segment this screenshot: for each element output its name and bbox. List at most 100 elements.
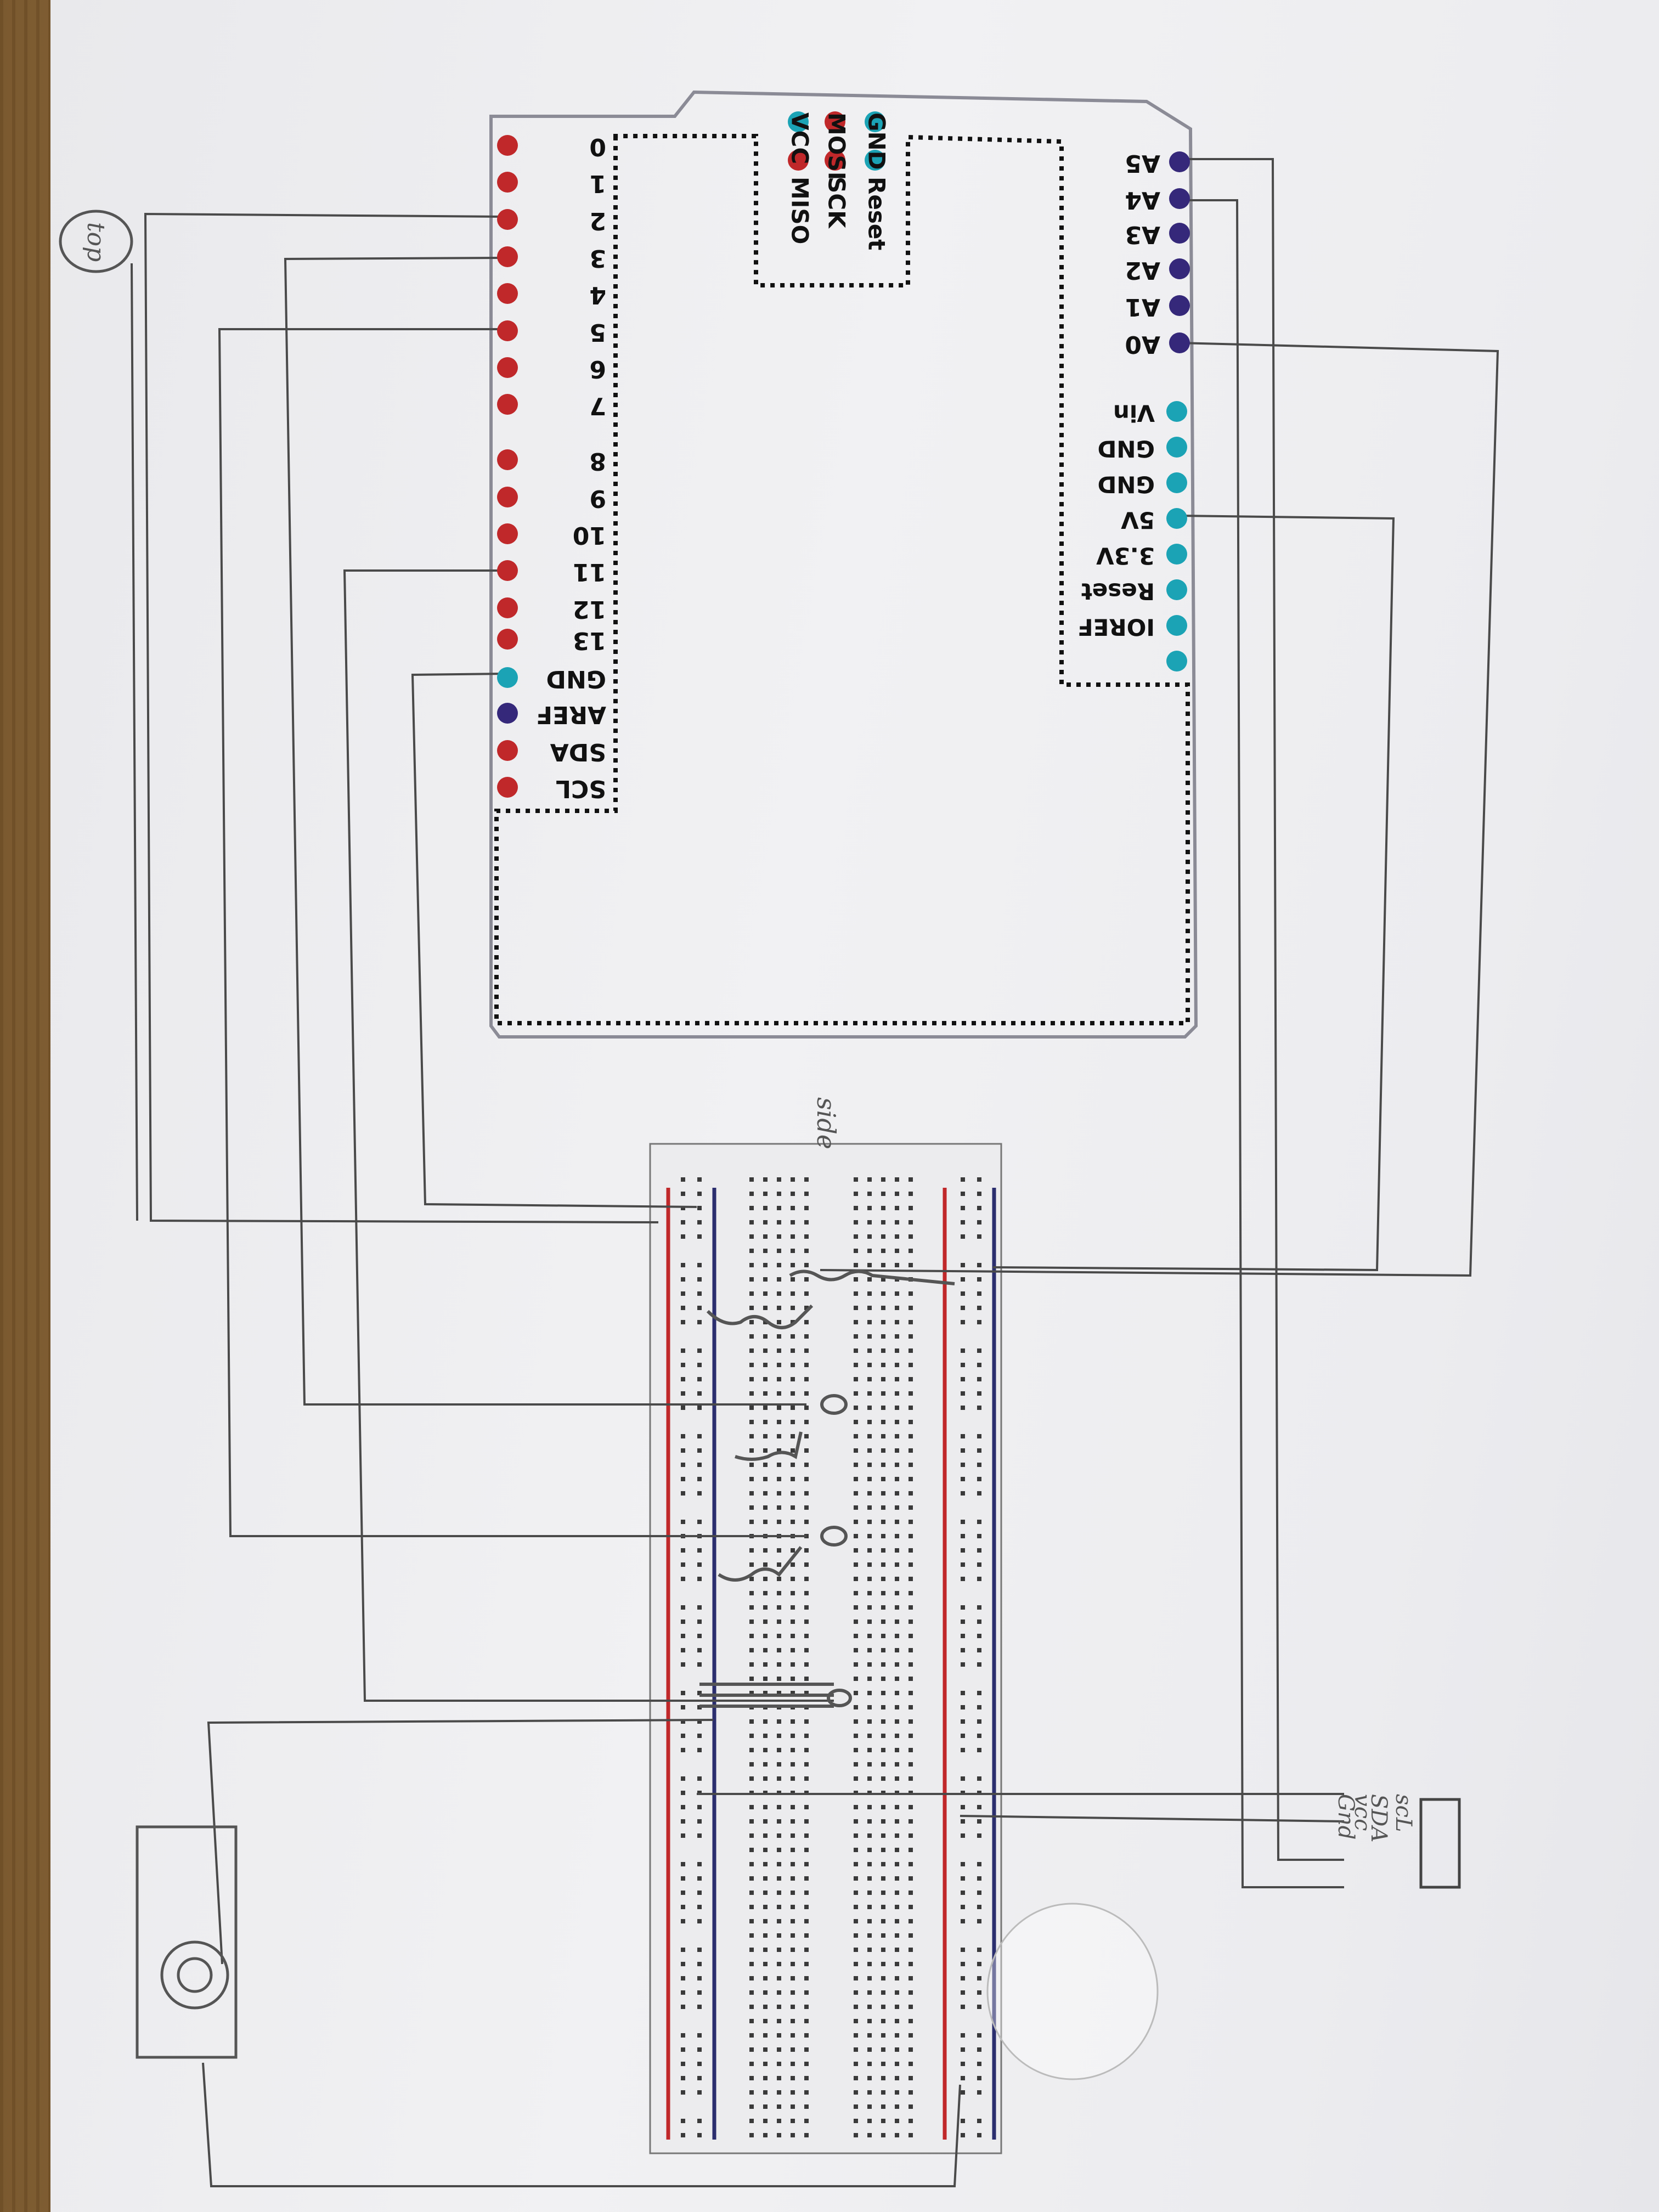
breadboard-hole (854, 1377, 858, 1381)
breadboard-hole (881, 1234, 885, 1239)
breadboard-hole (804, 1976, 809, 1980)
breadboard-hole (977, 1862, 981, 1866)
breadboard-hole (749, 1192, 754, 1196)
breadboard-hole (881, 1249, 885, 1253)
breadboard-hole (961, 1363, 965, 1367)
breadboard-hole (854, 1306, 858, 1310)
breadboard-hole (881, 1491, 885, 1496)
breadboard-hole (977, 1662, 981, 1667)
breadboard-components (699, 1269, 955, 1708)
breadboard-hole (867, 2019, 872, 2023)
breadboard-hole (854, 1434, 858, 1438)
breadboard-hole (697, 1348, 702, 1353)
breadboard-hole (867, 1249, 872, 1253)
breadboard-hole (854, 1463, 858, 1467)
breadboard-hole (763, 2019, 768, 2023)
breadboard-hole (749, 1391, 754, 1396)
breadboard-hole (804, 1348, 809, 1353)
breadboard-hole (909, 1662, 913, 1667)
breadboard-hole (804, 1406, 809, 1410)
breadboard-hole (895, 2005, 899, 2009)
breadboard-hole (749, 1377, 754, 1381)
breadboard-hole (777, 1320, 781, 1324)
breadboard-hole (867, 1477, 872, 1481)
breadboard-hole (881, 1477, 885, 1481)
breadboard-hole (681, 1562, 685, 1567)
wire-top-button (131, 263, 138, 1221)
breadboard-hole (777, 1391, 781, 1396)
breadboard-hole (867, 1420, 872, 1424)
breadboard-hole (791, 1434, 795, 1438)
breadboard-hole (777, 1648, 781, 1652)
breadboard-hole (867, 1748, 872, 1752)
breadboard-hole (854, 1719, 858, 1724)
breadboard-hole (777, 1477, 781, 1481)
breadboard-hole (697, 1662, 702, 1667)
breadboard-hole (895, 1805, 899, 1809)
sensor-pin-label-1: vcc (1350, 1794, 1375, 1831)
breadboard-hole (777, 1306, 781, 1310)
breadboard-hole (791, 1234, 795, 1239)
breadboard-hole (804, 1277, 809, 1282)
breadboard-hole (681, 1520, 685, 1524)
breadboard-hole (867, 1862, 872, 1866)
breadboard-hole (749, 1677, 754, 1681)
digital-pin-6 (497, 357, 518, 378)
breadboard-hole (961, 2047, 965, 2052)
breadboard-hole (804, 1206, 809, 1210)
breadboard-hole (961, 1705, 965, 1709)
breadboard-hole (867, 1591, 872, 1595)
breadboard-hole (681, 1976, 685, 1980)
breadboard-hole (749, 1805, 754, 1809)
breadboard-hole (777, 1577, 781, 1581)
breadboard-hole (749, 1406, 754, 1410)
breadboard-hole (777, 1334, 781, 1339)
breadboard-hole (749, 1634, 754, 1638)
breadboard-hole (791, 1805, 795, 1809)
breadboard-hole (763, 1548, 768, 1553)
breadboard-hole (895, 1562, 899, 1567)
breadboard-hole (763, 1776, 768, 1781)
breadboard-hole (977, 1634, 981, 1638)
breadboard-hole (697, 1192, 702, 1196)
power-pin-label-3: 5V (1121, 507, 1155, 534)
breadboard-hole (977, 1206, 981, 1210)
breadboard-hole (854, 1962, 858, 1966)
breadboard-hole (791, 1819, 795, 1824)
tape-piece (986, 1903, 1159, 2080)
breadboard-hole (854, 1477, 858, 1481)
breadboard-hole (681, 1620, 685, 1624)
breadboard-hole (763, 1734, 768, 1738)
breadboard-hole (895, 1448, 899, 1453)
breadboard-hole (791, 1648, 795, 1652)
breadboard-hole (681, 1648, 685, 1652)
breadboard-hole (961, 1448, 965, 1453)
breadboard-hole (895, 1819, 899, 1824)
breadboard-hole (791, 1348, 795, 1353)
breadboard-hole (895, 2076, 899, 2080)
breadboard-hole (681, 1748, 685, 1752)
breadboard-hole (777, 1177, 781, 1182)
breadboard-hole (961, 1234, 965, 1239)
breadboard-hole (961, 2133, 965, 2137)
breadboard-hole (681, 2133, 685, 2137)
breadboard-hole (804, 1662, 809, 1667)
sensor-pin-label-3: scL (1391, 1794, 1416, 1832)
breadboard-hole (681, 1377, 685, 1381)
breadboard-hole (681, 1206, 685, 1210)
breadboard-hole (697, 1263, 702, 1267)
breadboard-hole (697, 1648, 702, 1652)
breadboard-hole (867, 1562, 872, 1567)
breadboard-hole (867, 1234, 872, 1239)
breadboard-hole (895, 2019, 899, 2023)
breadboard-hole (867, 1406, 872, 1410)
breadboard-hole (961, 1291, 965, 1296)
breadboard-hole (763, 1363, 768, 1367)
digital-pin-label-4: 4 (589, 281, 606, 309)
breadboard-hole (804, 1833, 809, 1838)
breadboard-hole (961, 1948, 965, 1952)
breadboard-hole (854, 1291, 858, 1296)
breadboard-hole (697, 2033, 702, 2038)
breadboard-hole (749, 1719, 754, 1724)
